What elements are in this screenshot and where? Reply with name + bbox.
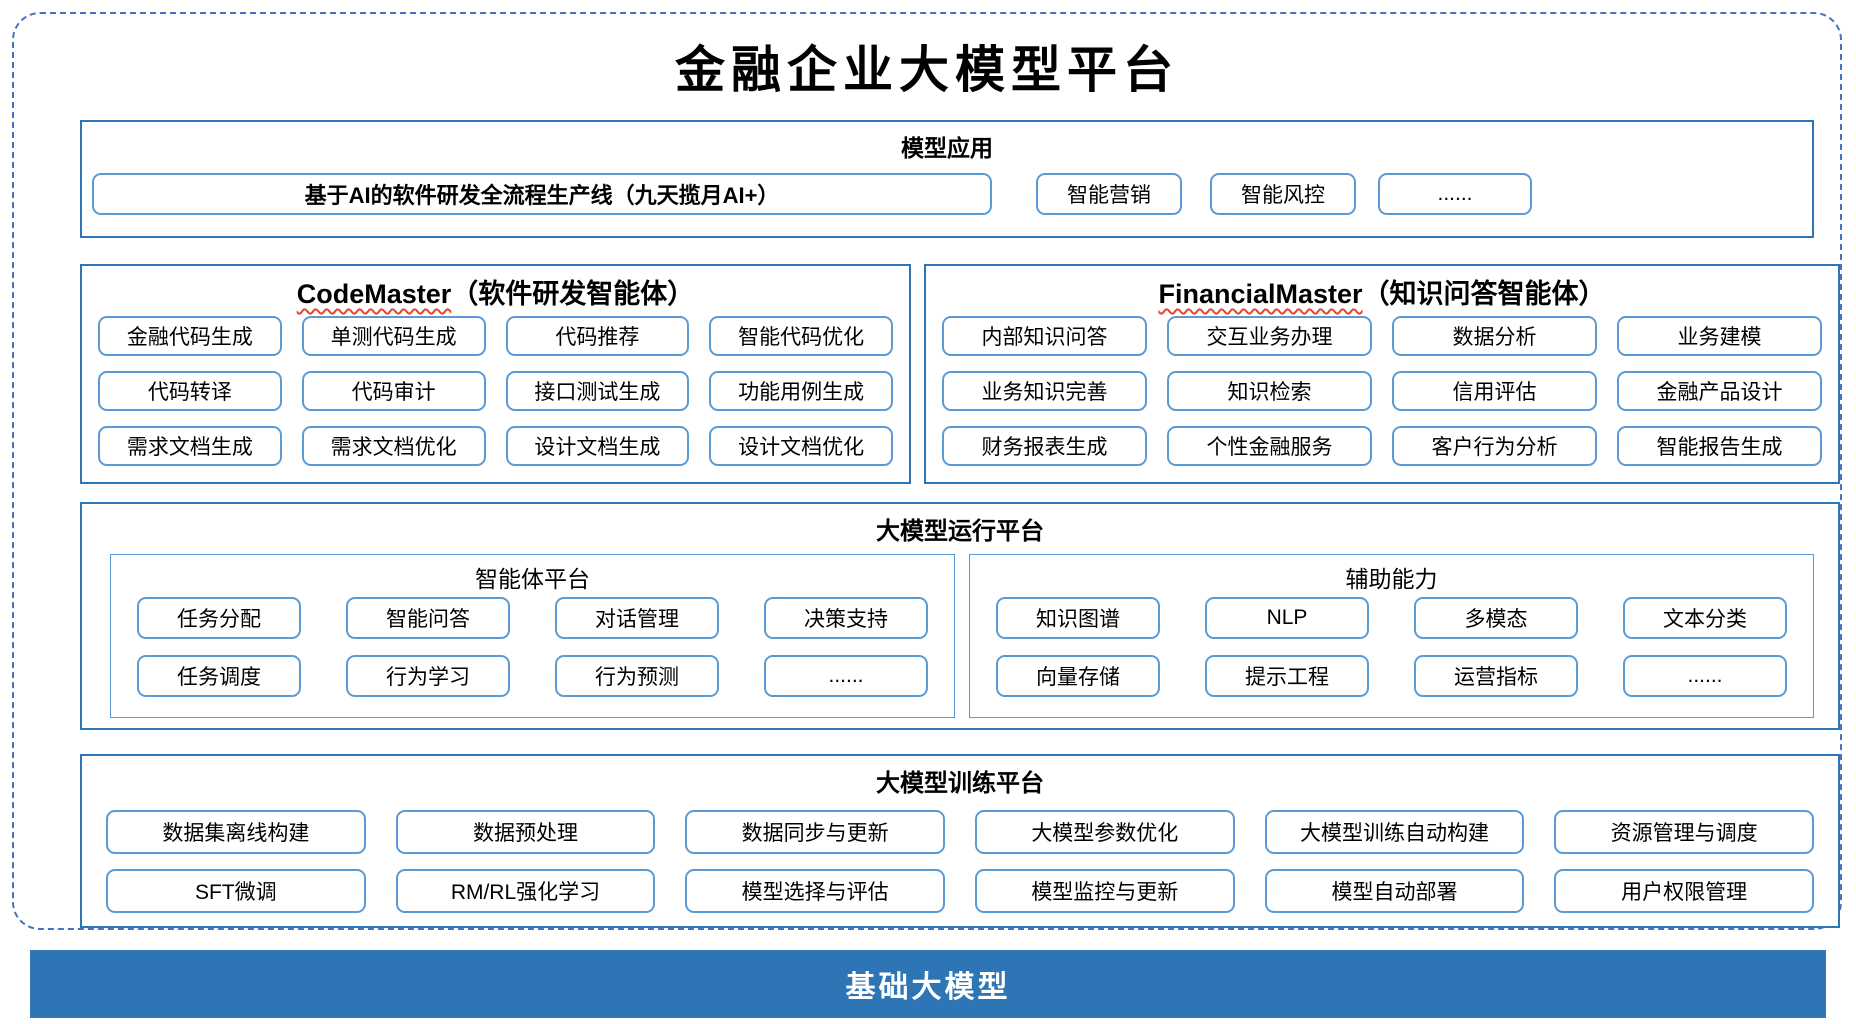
codemaster-item: 需求文档优化 — [301, 426, 486, 466]
codemaster-title: CodeMaster（软件研发智能体） — [82, 266, 909, 310]
model-application-title: 模型应用 — [901, 135, 993, 161]
training-item: 大模型参数优化 — [974, 810, 1235, 854]
training-item: RM/RL强化学习 — [395, 869, 656, 913]
financialmaster-item: 信用评估 — [1392, 371, 1597, 411]
financialmaster-item: 财务报表生成 — [942, 426, 1147, 466]
financialmaster-item: 交互业务办理 — [1167, 316, 1372, 356]
codemaster-item: 代码转译 — [98, 371, 282, 411]
auxiliary-item: 知识图谱 — [996, 597, 1160, 639]
training-item: 资源管理与调度 — [1554, 810, 1814, 854]
training-item: SFT微调 — [106, 869, 366, 913]
main-title: 金融企业大模型平台 — [675, 40, 1179, 99]
agent-item: 决策支持 — [764, 597, 928, 639]
financialmaster-item: 数据分析 — [1392, 316, 1597, 356]
financialmaster-section: FinancialMaster（知识问答智能体） 内部知识问答 交互业务办理 数… — [924, 264, 1840, 484]
financialmaster-item: 客户行为分析 — [1392, 426, 1597, 466]
financialmaster-grid: 内部知识问答 交互业务办理 数据分析 业务建模 业务知识完善 知识检索 信用评估… — [926, 310, 1838, 466]
codemaster-item: 代码推荐 — [505, 316, 690, 356]
model-application-section: 模型应用 基于AI的软件研发全流程生产线（九天揽月AI+） 智能营销 智能风控 … — [80, 120, 1814, 238]
codemaster-item: 代码审计 — [301, 371, 486, 411]
codemaster-item: 需求文档生成 — [98, 426, 282, 466]
financialmaster-title-en: FinancialMaster — [1158, 279, 1363, 309]
financialmaster-item: 业务建模 — [1617, 316, 1822, 356]
app-item: 智能营销 — [1036, 173, 1182, 215]
codemaster-item: 设计文档生成 — [505, 426, 690, 466]
runtime-platform-section: 大模型运行平台 智能体平台 任务分配 智能问答 对话管理 决策支持 任务调度 行… — [80, 502, 1840, 730]
financialmaster-title: FinancialMaster（知识问答智能体） — [926, 266, 1838, 310]
auxiliary-item: NLP — [1205, 597, 1369, 639]
platform-outer-frame: 金融企业大模型平台 模型应用 基于AI的软件研发全流程生产线（九天揽月AI+） … — [12, 12, 1842, 930]
financialmaster-item: 智能报告生成 — [1617, 426, 1822, 466]
training-item: 用户权限管理 — [1554, 869, 1814, 913]
financialmaster-item: 个性金融服务 — [1167, 426, 1372, 466]
codemaster-item: 单测代码生成 — [301, 316, 486, 356]
auxiliary-item: 提示工程 — [1205, 655, 1369, 697]
codemaster-item: 金融代码生成 — [98, 316, 282, 356]
auxiliary-item: 文本分类 — [1623, 597, 1787, 639]
codemaster-grid: 金融代码生成 单测代码生成 代码推荐 智能代码优化 代码转译 代码审计 接口测试… — [82, 310, 909, 466]
codemaster-section: CodeMaster（软件研发智能体） 金融代码生成 单测代码生成 代码推荐 智… — [80, 264, 911, 484]
codemaster-title-en: CodeMaster — [296, 279, 452, 309]
agent-item-ellipsis: ...... — [764, 655, 928, 697]
financialmaster-title-zh: （知识问答智能体） — [1362, 279, 1606, 309]
training-item: 模型选择与评估 — [685, 869, 945, 913]
agent-platform-title: 智能体平台 — [475, 566, 590, 592]
agent-platform-box: 智能体平台 任务分配 智能问答 对话管理 决策支持 任务调度 行为学习 行为预测… — [110, 554, 955, 718]
training-platform-title: 大模型训练平台 — [876, 770, 1044, 797]
auxiliary-item: 向量存储 — [996, 655, 1160, 697]
training-platform-section: 大模型训练平台 数据集离线构建 数据预处理 数据同步与更新 大模型参数优化 大模… — [80, 754, 1840, 928]
training-item: 模型自动部署 — [1264, 869, 1525, 913]
training-item: 数据集离线构建 — [106, 810, 366, 854]
training-item: 模型监控与更新 — [974, 869, 1235, 913]
ai-pipeline-item: 基于AI的软件研发全流程生产线（九天揽月AI+） — [92, 173, 992, 215]
auxiliary-capability-title: 辅助能力 — [1345, 566, 1438, 592]
runtime-platform-title: 大模型运行平台 — [876, 518, 1044, 545]
agent-item: 智能问答 — [346, 597, 510, 639]
agent-item: 任务分配 — [137, 597, 301, 639]
agent-platform-grid: 任务分配 智能问答 对话管理 决策支持 任务调度 行为学习 行为预测 .....… — [111, 595, 954, 697]
agent-item: 行为预测 — [555, 655, 719, 697]
app-item: 智能风控 — [1210, 173, 1356, 215]
auxiliary-capability-box: 辅助能力 知识图谱 NLP 多模态 文本分类 向量存储 提示工程 运营指标 ..… — [969, 554, 1814, 718]
training-item: 大模型训练自动构建 — [1264, 810, 1525, 854]
financialmaster-item: 业务知识完善 — [942, 371, 1147, 411]
base-model-bar: 基础大模型 — [30, 950, 1826, 1018]
financialmaster-item: 金融产品设计 — [1617, 371, 1822, 411]
auxiliary-item: 多模态 — [1414, 597, 1578, 639]
financialmaster-item: 知识检索 — [1167, 371, 1372, 411]
model-application-row: 基于AI的软件研发全流程生产线（九天揽月AI+） 智能营销 智能风控 .....… — [82, 163, 1812, 215]
training-item: 数据预处理 — [395, 810, 656, 854]
app-item-ellipsis: ...... — [1378, 173, 1532, 215]
agent-item: 任务调度 — [137, 655, 301, 697]
auxiliary-item: 运营指标 — [1414, 655, 1578, 697]
training-item: 数据同步与更新 — [685, 810, 945, 854]
agent-item: 行为学习 — [346, 655, 510, 697]
financialmaster-item: 内部知识问答 — [942, 316, 1147, 356]
codemaster-title-zh: （软件研发智能体） — [451, 279, 695, 309]
training-platform-grid: 数据集离线构建 数据预处理 数据同步与更新 大模型参数优化 大模型训练自动构建 … — [82, 798, 1838, 913]
auxiliary-item-ellipsis: ...... — [1623, 655, 1787, 697]
codemaster-item: 设计文档优化 — [709, 426, 893, 466]
codemaster-item: 功能用例生成 — [709, 371, 893, 411]
codemaster-item: 接口测试生成 — [505, 371, 690, 411]
codemaster-item: 智能代码优化 — [709, 316, 893, 356]
auxiliary-grid: 知识图谱 NLP 多模态 文本分类 向量存储 提示工程 运营指标 ...... — [970, 595, 1813, 697]
agent-item: 对话管理 — [555, 597, 719, 639]
